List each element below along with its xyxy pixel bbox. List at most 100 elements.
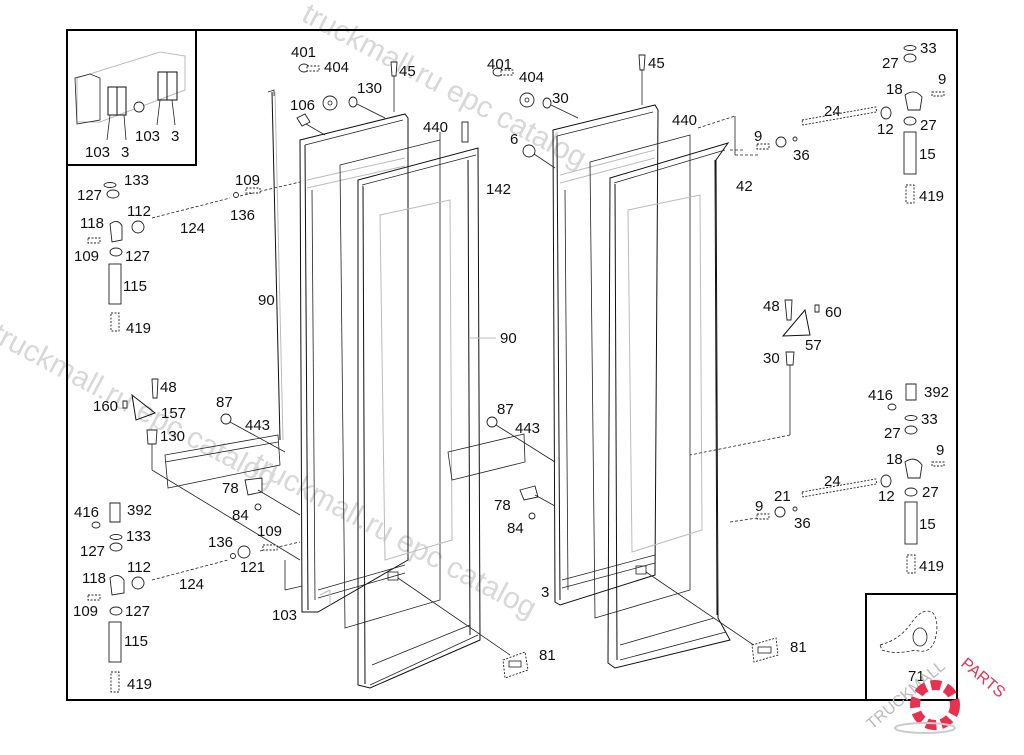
- callout-label: 9: [938, 71, 946, 88]
- callout-label: 15: [919, 146, 936, 163]
- callout-label: 45: [399, 63, 416, 80]
- callout-label: 33: [921, 411, 938, 428]
- left-door-assembly: 401 404 45 130 106 440 142 109 136 133 1…: [73, 44, 556, 693]
- inset-frame: [66, 29, 197, 166]
- door-frame-3: [552, 104, 659, 606]
- callout-label: 109: [257, 523, 282, 540]
- callout-label: 136: [208, 534, 233, 551]
- callout-label: 21: [774, 488, 791, 505]
- callout-label: 109: [73, 603, 98, 620]
- callout-label: 121: [240, 559, 265, 576]
- callout-label: 109: [235, 172, 260, 189]
- callout-label: 404: [324, 59, 349, 76]
- door-panel-440: [339, 139, 441, 629]
- callout-label: 27: [920, 117, 937, 134]
- callout-label: 30: [763, 350, 780, 367]
- gear-icon: [910, 680, 960, 730]
- callout-label: 443: [245, 417, 270, 434]
- callout-label: 124: [180, 220, 205, 237]
- callout-label: 106: [290, 97, 315, 114]
- door-outer-42: [607, 142, 731, 669]
- callout-label: 392: [127, 502, 152, 519]
- callout-label: 81: [790, 639, 807, 656]
- callout-label: 12: [878, 488, 895, 505]
- door-outer-142: [357, 147, 481, 689]
- callout-label: 27: [882, 55, 899, 72]
- callout-label: 115: [124, 633, 148, 650]
- callout-label: 419: [919, 188, 944, 205]
- callout-label: 142: [486, 181, 511, 198]
- callout-label: 416: [74, 504, 99, 521]
- callout-label: 112: [127, 559, 151, 576]
- callout-label: 133: [124, 172, 149, 189]
- callout-label: 87: [216, 394, 233, 411]
- callout-label: 9: [754, 128, 762, 145]
- callout-label: 404: [519, 69, 544, 86]
- callout-label: 443: [515, 420, 540, 437]
- callout-label: 15: [919, 516, 936, 533]
- callout-label: 124: [179, 576, 204, 593]
- callout-label: 12: [877, 121, 894, 138]
- callout-label: 112: [127, 203, 151, 220]
- callout-label: 419: [919, 558, 944, 575]
- callout-label: 3: [171, 128, 179, 145]
- callout-label: 109: [74, 248, 99, 265]
- callout-label: 45: [648, 55, 665, 72]
- callout-label: 84: [507, 520, 524, 537]
- callout-label: 27: [922, 484, 939, 501]
- callout-label: 60: [825, 304, 842, 321]
- callout-label: 157: [161, 405, 186, 422]
- callout-label: 160: [93, 398, 118, 415]
- callout-label: 30: [552, 90, 569, 107]
- inset-tape-roll: 71: [865, 593, 958, 701]
- truckmall-logo: TRUCKMALL PARTS: [864, 655, 1008, 734]
- callout-label: 24: [824, 473, 841, 490]
- callout-label: 127: [80, 543, 105, 560]
- callout-label: 6: [510, 131, 518, 148]
- callout-label: 416: [868, 387, 893, 404]
- callout-label: 90: [500, 330, 517, 347]
- callout-label: 127: [125, 248, 150, 265]
- callout-label: 36: [793, 147, 810, 164]
- callout-label: 440: [672, 112, 697, 129]
- callout-label: 103: [135, 128, 160, 145]
- callout-label: 18: [886, 451, 903, 468]
- callout-label: 9: [936, 442, 944, 459]
- callout-label: 419: [127, 676, 152, 693]
- tape-roll-shape: [879, 610, 938, 653]
- callout-label: 18: [886, 81, 903, 98]
- callout-label: 27: [884, 425, 901, 442]
- door-panel-440: [589, 134, 691, 619]
- callout-label: 115: [123, 278, 147, 295]
- callout-label: 36: [794, 515, 811, 532]
- callout-label: 118: [80, 215, 104, 232]
- diagram-frame: [66, 29, 958, 701]
- callout-label: 103: [272, 607, 297, 624]
- callout-label: 48: [763, 298, 780, 315]
- callout-label: 401: [291, 44, 316, 61]
- callout-label: 130: [160, 428, 185, 445]
- callout-label: 48: [160, 379, 177, 396]
- callout-label: 90: [258, 292, 275, 309]
- watermark-text: truckmall.ru epc catalog: [247, 447, 542, 625]
- logo-text-left: TRUCKMALL: [864, 658, 949, 733]
- callout-label: 71: [908, 668, 925, 685]
- callout-label: 3: [541, 584, 549, 601]
- callout-label: 127: [77, 187, 102, 204]
- logo-text-right: PARTS: [957, 655, 1008, 701]
- watermark-text: truckmall.ru epc catalog: [0, 317, 282, 495]
- callout-label: 87: [497, 401, 514, 418]
- callout-label: 9: [755, 498, 763, 515]
- watermark-text: truckmall.ru epc catalog: [297, 0, 592, 175]
- callout-label: 78: [222, 480, 239, 497]
- callout-label: 401: [487, 56, 512, 73]
- door-frame-103: [299, 113, 409, 613]
- callout-label: 33: [920, 40, 937, 57]
- callout-label: 130: [357, 80, 382, 97]
- callout-label: 419: [126, 320, 151, 337]
- cabin-front-shape: [74, 73, 101, 125]
- callout-label: 3: [121, 144, 129, 161]
- callout-label: 42: [736, 178, 753, 195]
